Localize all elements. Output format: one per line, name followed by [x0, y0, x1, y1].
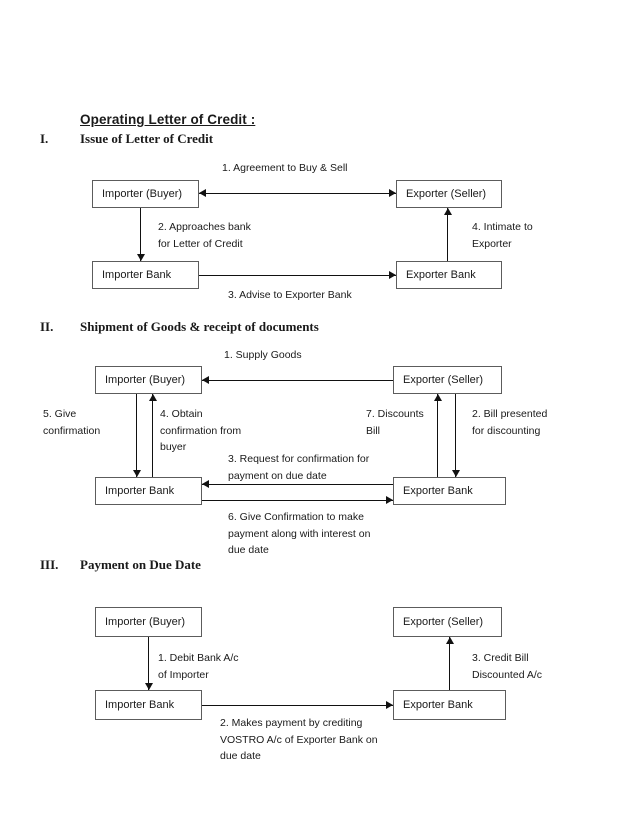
connector-s2-f3-line: [202, 484, 393, 485]
node-exporter-seller-s2: Exporter (Seller): [393, 366, 502, 394]
node-importer-bank-s1: Importer Bank: [92, 261, 199, 289]
connector-s3-f3-arrowhead: [446, 637, 454, 644]
connector-s3-f3-line: [449, 637, 450, 690]
connector-s2-f1-line: [202, 380, 393, 381]
flow-label-s3-f3: 3. Credit Bill Discounted A/c: [472, 652, 543, 681]
connector-s2-f3-arrowhead: [202, 480, 209, 488]
connector-s1-f3-arrowhead: [389, 271, 396, 279]
connector-s2-f6-arrowhead: [386, 496, 393, 504]
node-importer-buyer-s3: Importer (Buyer): [95, 607, 202, 637]
section-heading-3: Payment on Due Date: [80, 557, 201, 572]
node-importer-bank-s2: Importer Bank: [95, 477, 202, 505]
connector-s1-f1-line: [199, 193, 396, 194]
section-numeral-1: I.: [40, 131, 49, 146]
connector-s1-f1-arrowhead-left: [199, 189, 206, 197]
connector-s1-f2-arrowhead: [137, 254, 145, 261]
connector-s1-f4-line: [447, 208, 448, 261]
connector-s2-f5-arrowhead: [133, 470, 141, 477]
flow-label-s1-f4: 4. Intimate to Exporter: [472, 221, 533, 250]
connector-s1-f1-arrowhead-right: [389, 189, 396, 197]
flow-label-s2-f4: 4. Obtain confirmation from buyer: [160, 408, 242, 453]
flow-label-s1-f3: 3. Advise to Exporter Bank: [228, 289, 352, 301]
connector-s1-f3-line: [199, 275, 396, 276]
flow-label-s2-f3: 3. Request for confirmation for payment …: [228, 453, 370, 482]
flow-label-s1-f2: 2. Approaches bank for Letter of Credit: [158, 221, 251, 250]
flow-label-s3-f2: 2. Makes payment by crediting VOSTRO A/c…: [220, 717, 378, 762]
connector-s3-f1-arrowhead: [145, 683, 153, 690]
node-exporter-bank-s1: Exporter Bank: [396, 261, 502, 289]
section-numeral-2: II.: [40, 319, 54, 334]
connector-s2-f2-line: [455, 394, 456, 477]
connector-s2-f6-line: [202, 500, 393, 501]
connector-s1-f2-line: [140, 208, 141, 261]
node-importer-buyer-s2: Importer (Buyer): [95, 366, 202, 394]
connector-s2-f7-line: [437, 394, 438, 477]
flow-label-s2-f1: 1. Supply Goods: [224, 349, 302, 361]
node-exporter-seller-s1: Exporter (Seller): [396, 180, 502, 208]
node-exporter-bank-s3: Exporter Bank: [393, 690, 506, 720]
connector-s2-f2-arrowhead: [452, 470, 460, 477]
node-exporter-bank-s2: Exporter Bank: [393, 477, 506, 505]
node-importer-bank-s3: Importer Bank: [95, 690, 202, 720]
flow-label-s2-f5: 5. Give confirmation: [43, 408, 101, 437]
node-importer-buyer-s1: Importer (Buyer): [92, 180, 199, 208]
connector-s2-f1-arrowhead: [202, 376, 209, 384]
connector-s2-f7-arrowhead: [434, 394, 442, 401]
flow-label-s2-f7: 7. Discounts Bill: [366, 408, 424, 437]
flow-label-s2-f6: 6. Give Confirmation to make payment alo…: [228, 511, 371, 556]
connector-s2-f4-arrowhead: [149, 394, 157, 401]
connector-s1-f4-arrowhead: [444, 208, 452, 215]
section-heading-2: Shipment of Goods & receipt of documents: [80, 319, 319, 334]
flow-label-s1-f1: 1. Agreement to Buy & Sell: [222, 162, 348, 174]
node-exporter-seller-s3: Exporter (Seller): [393, 607, 502, 637]
connector-s3-f2-line: [202, 705, 393, 706]
flow-label-s3-f1: 1. Debit Bank A/c of Importer: [158, 652, 239, 681]
connector-s2-f5-line: [136, 394, 137, 477]
section-numeral-3: III.: [40, 557, 59, 572]
connector-s2-f4-line: [152, 394, 153, 477]
connector-s3-f2-arrowhead: [386, 701, 393, 709]
flow-label-s2-f2: 2. Bill presented for discounting: [472, 408, 548, 437]
section-heading-1: Issue of Letter of Credit: [80, 131, 214, 146]
connector-s3-f1-line: [148, 637, 149, 690]
page-title: Operating Letter of Credit :: [80, 112, 256, 127]
